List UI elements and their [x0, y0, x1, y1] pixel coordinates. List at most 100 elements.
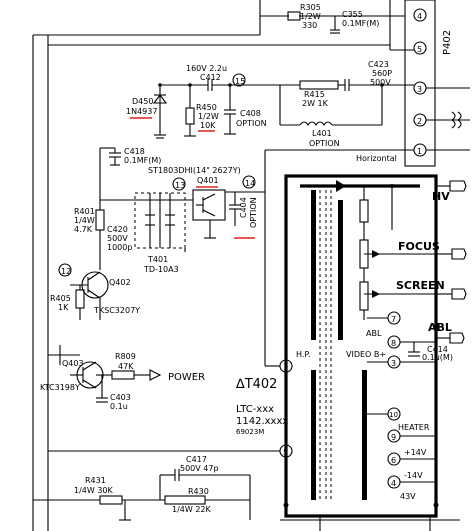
c408-spec: OPTION — [236, 119, 267, 128]
t401-spec: TD-10A3 — [143, 265, 179, 274]
connector-pin: 4 — [417, 12, 422, 21]
q402-ref: Q402 — [109, 278, 131, 287]
r405-spec: 1K — [58, 303, 69, 312]
c412-line: 160V 2.2u C412 15 R415 2W 1K C423 560P 5… — [160, 60, 414, 148]
r809-ref: R809 — [115, 352, 136, 361]
hp-label: H.P. — [296, 350, 311, 359]
d450-ref: D450 — [132, 97, 153, 106]
r415-spec: 2W 1K — [302, 99, 329, 108]
connector-pin: 1 — [417, 147, 422, 156]
abl-label: ABL — [428, 321, 452, 334]
r450-value: 10K — [200, 121, 216, 130]
c423-spec: 560P — [372, 69, 392, 78]
c404-ref: C404 — [239, 197, 248, 218]
t402-pin — [279, 444, 293, 458]
r431-spec: 1/4W 30K — [74, 486, 114, 495]
q401-transistor — [192, 189, 226, 221]
c355-spec: 0.1MF(M) — [342, 19, 379, 28]
t402-label: ∆T402 — [235, 377, 277, 392]
ltc-model: LTC-xxx — [236, 404, 274, 415]
node-13 — [172, 177, 186, 191]
abl-pin-label: ABL — [366, 329, 382, 338]
v14p-label: +14V — [404, 448, 427, 457]
r430-spec: 1/4W 22K — [172, 505, 212, 514]
l401-ref: L401 — [312, 129, 332, 138]
q402: 12 Q402 TKSC3207Y R405 1K — [50, 263, 140, 320]
c418-ref: C418 — [124, 147, 145, 156]
t402-pin-label: 3 — [391, 359, 396, 368]
connector-pin: 3 — [417, 85, 422, 94]
c404-spec: OPTION — [249, 197, 258, 228]
focus-label: FOCUS — [398, 240, 440, 253]
q401-ref: Q401 — [197, 176, 219, 185]
t402-pin-label: 6 — [391, 456, 396, 465]
t402-pin-label: 4 — [391, 479, 396, 488]
r415-ref: R415 — [304, 90, 325, 99]
node-14 — [242, 175, 256, 189]
c417-spec: 500V 47p — [180, 464, 219, 473]
r305-ref: R305 — [300, 3, 321, 12]
c418-spec: 0.1MF(M) — [124, 156, 161, 165]
d450-spec: 1N4937 — [126, 107, 157, 116]
q401-block: ST1803DHI(14" 2627Y) Q401 13 14 C404 OPT… — [74, 166, 265, 274]
r405-ref: R405 — [50, 294, 71, 303]
q403-ref: Q403 — [62, 359, 84, 368]
node-15-label: 15 — [235, 77, 245, 86]
r430-ref: R430 — [188, 487, 209, 496]
r809-spec: 47K — [118, 362, 134, 371]
c412-spec: 160V 2.2u — [186, 64, 227, 73]
t402-outline — [284, 174, 438, 518]
t402-pin-label: 8 — [391, 339, 396, 348]
q402-spec: TKSC3207Y — [93, 306, 140, 315]
bottom-feedback: C417 500V 47p R431 1/4W 30K R430 1/4W 22… — [33, 450, 280, 521]
c403-ref: C403 — [110, 393, 131, 402]
c423-voltage: 500V — [370, 78, 391, 87]
ltc-part: 1142.xxxx — [236, 416, 288, 427]
focus-terminal-icon — [451, 248, 467, 260]
t402-pin-label: 1 — [283, 363, 288, 372]
connector-pins: 4 5 3 2 1 — [413, 8, 427, 157]
l401-spec: OPTION — [309, 139, 340, 148]
t402-flyback: HV FOCUS SCREEN 7 8 3 10 — [235, 174, 467, 531]
screen-label: SCREEN — [396, 279, 445, 292]
v14n-label: -14V — [404, 471, 423, 480]
t402-pin-label: 10 — [389, 411, 398, 419]
t402-pin-label: 7 — [391, 315, 396, 324]
c420-value: 1000p — [107, 243, 132, 252]
v43-label: 43V — [400, 492, 416, 501]
c417-ref: C417 — [186, 455, 207, 464]
abl-terminal-icon — [449, 332, 465, 344]
r431-ref: R431 — [85, 476, 106, 485]
q401-type: ST1803DHI(14" 2627Y) — [148, 166, 241, 175]
c423-ref: C423 — [368, 60, 389, 69]
connector-label: P402 — [442, 30, 453, 55]
c355-ref: C355 — [342, 10, 363, 19]
hv-terminal-icon — [449, 180, 467, 192]
heater-label: HEATER — [398, 423, 430, 432]
t401-ref: T401 — [147, 255, 168, 264]
r401-spec: 1/4W — [74, 216, 95, 225]
power-label: POWER — [168, 372, 205, 383]
connector-pin: 2 — [417, 117, 422, 126]
r305-c355-group: R305 1/2W 330 C355 0.1MF(M) — [260, 3, 405, 34]
c414-ref: C414 — [427, 345, 448, 354]
ltc-code: 69023M — [236, 428, 264, 436]
power-arrow-icon — [149, 369, 162, 381]
c420-ref: C420 — [107, 225, 128, 234]
q403: Q403 KTC3198Y R809 47K POWER C403 0.1u — [40, 345, 205, 411]
node-15 — [232, 73, 246, 87]
r305-value: 330 — [302, 21, 317, 30]
screen-terminal-icon — [451, 288, 467, 300]
c420-spec: 500V — [107, 234, 128, 243]
horizontal-label: Horizontal — [356, 154, 397, 163]
t402-pin-label: 5 — [283, 448, 288, 457]
node-13-label: 13 — [175, 181, 185, 190]
q403-spec: KTC3198Y — [40, 383, 80, 392]
d450-r450-c408: D450 1N4937 R450 1/2W 10K C408 OPTION — [126, 83, 267, 139]
c412-ref: C412 — [200, 73, 221, 82]
node-12-label: 12 — [61, 267, 71, 276]
r450-spec: 1/2W — [198, 112, 219, 121]
c403-spec: 0.1u — [110, 402, 128, 411]
